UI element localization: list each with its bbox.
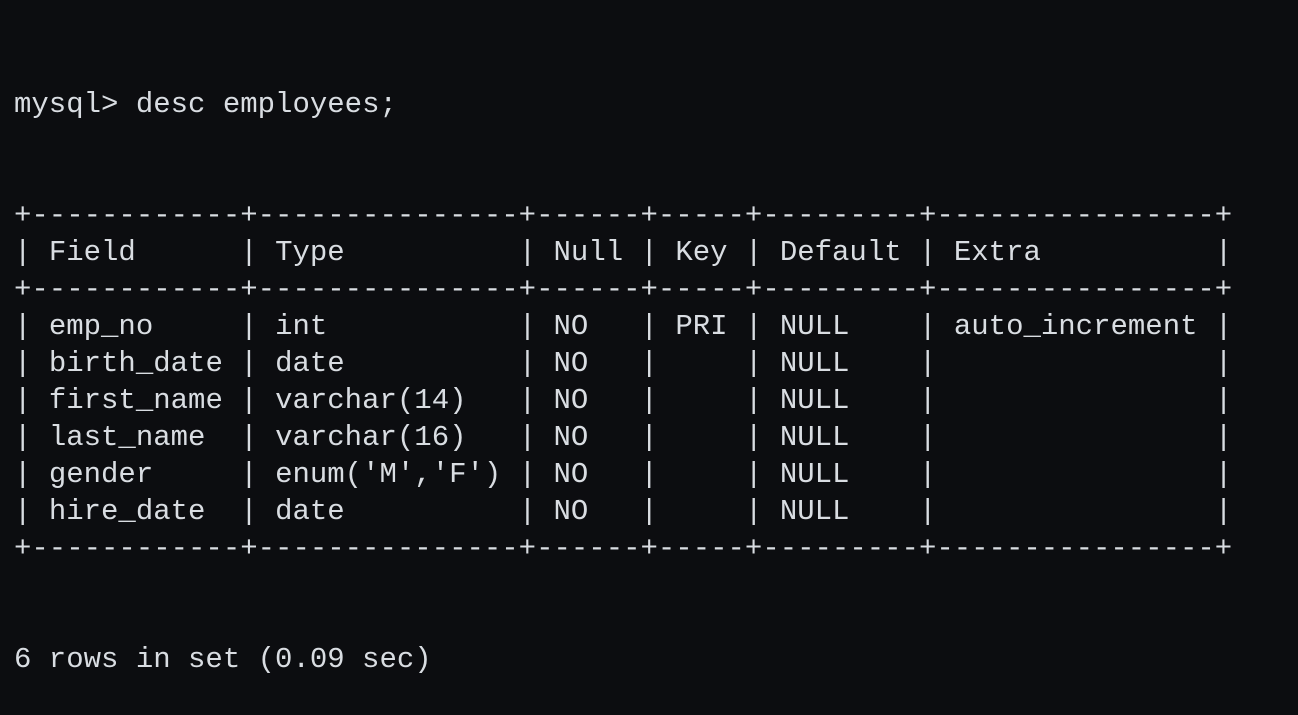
cell-default: NULL	[779, 310, 902, 343]
table-row: | emp_no | int | NO | PRI | NULL | auto_…	[14, 310, 1233, 343]
cell-extra: auto_increment	[953, 310, 1198, 343]
column-header-default: Default	[779, 236, 902, 269]
cell-null: NO	[553, 310, 624, 343]
cell-default: NULL	[779, 347, 902, 380]
cell-null: NO	[553, 495, 624, 528]
table-row: | first_name | varchar(14) | NO | | NULL…	[14, 384, 1233, 417]
cell-default: NULL	[779, 421, 902, 454]
table-row: | last_name | varchar(16) | NO | | NULL …	[14, 421, 1233, 454]
cell-key	[675, 347, 727, 380]
result-table: +------------+---------------+------+---…	[14, 197, 1232, 567]
table-border: +------------+---------------+------+---…	[14, 532, 1233, 565]
cell-type: date	[275, 495, 502, 528]
table-border: +------------+---------------+------+---…	[14, 273, 1233, 306]
command-line: mysql> desc employees;	[14, 86, 1232, 123]
command-text: desc employees;	[135, 88, 397, 121]
column-header-type: Type	[275, 236, 502, 269]
cell-field: first_name	[48, 384, 223, 417]
cell-extra	[954, 495, 1198, 528]
column-header-null: Null	[553, 236, 624, 269]
cell-null: NO	[553, 384, 624, 417]
cell-key	[675, 421, 727, 454]
cell-field: birth_date	[48, 347, 223, 380]
cell-default: NULL	[779, 458, 902, 491]
prompt: mysql>	[14, 88, 136, 121]
cell-type: varchar(16)	[275, 421, 502, 454]
cell-null: NO	[553, 458, 624, 491]
column-header-key: Key	[675, 236, 728, 269]
cell-key	[675, 458, 727, 491]
cell-null: NO	[553, 421, 624, 454]
cell-null: NO	[553, 347, 624, 380]
cell-type: int	[275, 310, 502, 343]
cell-field: gender	[48, 458, 223, 491]
table-row: | gender | enum('M','F') | NO | | NULL |…	[14, 458, 1233, 491]
cell-extra	[954, 421, 1198, 454]
cell-default: NULL	[779, 384, 902, 417]
cell-type: enum('M','F')	[275, 458, 502, 491]
cell-extra	[954, 458, 1198, 491]
cell-key	[675, 384, 727, 417]
cell-type: varchar(14)	[275, 384, 502, 417]
cell-field: emp_no	[48, 310, 223, 343]
table-row: | hire_date | date | NO | | NULL | |	[14, 495, 1233, 528]
cell-default: NULL	[779, 495, 902, 528]
terminal-output: mysql> desc employees; +------------+---…	[14, 12, 1232, 715]
column-header-field: Field	[48, 236, 223, 269]
cell-type: date	[275, 347, 502, 380]
header-row: | Field | Type | Null | Key | Default | …	[14, 236, 1233, 269]
cell-key	[675, 495, 727, 528]
cell-key: PRI	[675, 310, 728, 343]
cell-field: last_name	[48, 421, 223, 454]
cell-field: hire_date	[48, 495, 223, 528]
column-header-extra: Extra	[953, 236, 1198, 269]
cell-extra	[954, 347, 1198, 380]
table-row: | birth_date | date | NO | | NULL | |	[14, 347, 1233, 380]
table-border: +------------+---------------+------+---…	[14, 199, 1233, 232]
cell-extra	[954, 384, 1198, 417]
result-footer: 6 rows in set (0.09 sec)	[14, 643, 432, 676]
